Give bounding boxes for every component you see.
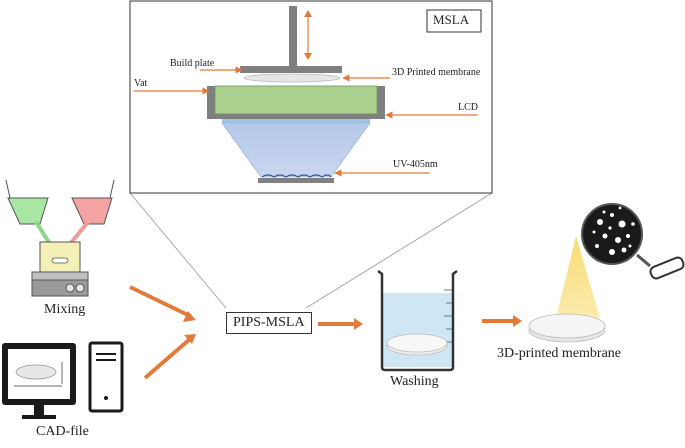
- vat-wall-right: [377, 86, 385, 118]
- wash-water: [381, 293, 453, 367]
- stirrer-knob-1: [65, 283, 75, 293]
- process-arrow-head: [354, 318, 363, 330]
- build-plate: [240, 66, 342, 73]
- uv-wave: [261, 174, 332, 178]
- printed-membrane-mini: [243, 73, 341, 83]
- cad-file-label: CAD-file: [36, 424, 89, 439]
- porous-texture: [592, 206, 635, 255]
- msla-title-box: [426, 9, 482, 33]
- cad-computer: [2, 341, 124, 419]
- mixing-arrow: [129, 285, 191, 318]
- motion-arrow-down-head: [304, 53, 312, 60]
- vat-wall-left: [207, 86, 215, 118]
- mix-beaker: [39, 241, 81, 273]
- pc-power-icon: [104, 396, 108, 400]
- final-membrane-illustration: [528, 203, 685, 343]
- stirrer-knob-2: [75, 283, 85, 293]
- uv-source: [258, 178, 334, 183]
- printed-membrane-label: 3D Printed membrane: [392, 67, 481, 78]
- result-label: 3D-printed membrane: [497, 346, 622, 361]
- washing-arrow-head: [513, 315, 522, 327]
- magnifier-handle: [649, 256, 685, 280]
- magnifier-beam: [556, 236, 600, 318]
- lcd-glass: [222, 119, 370, 123]
- cad-disc: [15, 364, 57, 380]
- lcd-label: LCD: [458, 102, 478, 113]
- beaker-glass: [377, 270, 458, 372]
- washing-beaker: [377, 270, 458, 372]
- monitor-neck: [34, 405, 44, 415]
- green-beaker: [7, 197, 49, 225]
- lcd: [207, 114, 385, 119]
- magnifier-neck: [636, 253, 651, 268]
- zoom-line-left: [129, 192, 227, 309]
- mixing-label: Mixing: [44, 302, 86, 317]
- zoom-line-right: [305, 192, 493, 309]
- monitor-stand: [22, 415, 56, 419]
- mixing-illustration: [5, 179, 115, 297]
- cad-arrow-head: [184, 334, 196, 344]
- stirrer-base: [31, 279, 89, 297]
- mixing-arrow-head: [183, 311, 196, 322]
- motion-arrow-up-head: [304, 10, 312, 17]
- build-plate-label: Build plate: [170, 58, 215, 69]
- pips-msla-box: PIPS-MSLA: [226, 312, 312, 334]
- resin: [214, 85, 378, 115]
- red-beaker: [71, 197, 113, 225]
- cad-arrow: [143, 337, 192, 380]
- msla-title: MSLA: [433, 12, 470, 27]
- uv-label: UV-405nm: [393, 159, 438, 170]
- stirrer-plate: [31, 271, 89, 281]
- build-plate-arm: [289, 6, 297, 68]
- stir-bar: [51, 257, 69, 264]
- red-stream: [68, 220, 90, 246]
- washing-label: Washing: [390, 374, 439, 389]
- green-stream: [34, 220, 52, 246]
- magnifier-lens: [581, 203, 643, 265]
- vat-label: Vat: [134, 78, 148, 89]
